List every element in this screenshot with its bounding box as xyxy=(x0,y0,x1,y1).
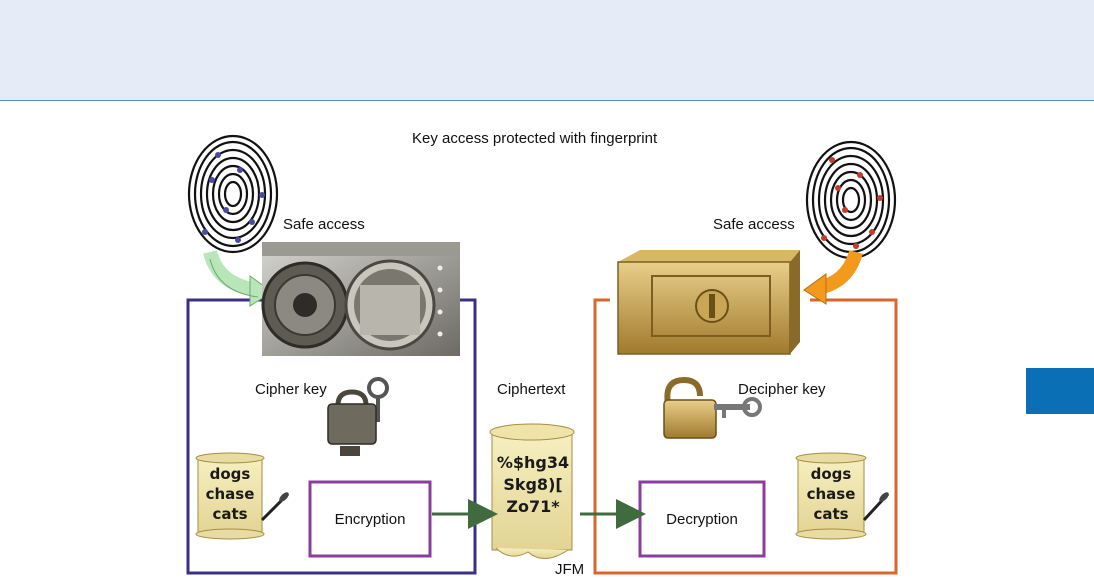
diagram-title: Key access protected with fingerprint xyxy=(412,130,657,147)
access-arrow-right xyxy=(804,252,856,304)
fingerprint-icon xyxy=(806,135,896,258)
safe-box-icon xyxy=(618,250,800,354)
ciphertext-line: %$hg34 xyxy=(494,452,572,474)
decryption-label: Decryption xyxy=(640,482,764,556)
ciphertext-line: Skg8)[ xyxy=(494,474,572,496)
plaintext-line: cats xyxy=(198,504,262,524)
ciphertext-label: Ciphertext xyxy=(497,381,565,398)
plaintext-line: chase xyxy=(198,484,262,504)
decipher-key-label: Decipher key xyxy=(738,381,826,398)
plaintext-line: dogs xyxy=(198,464,262,484)
padlock-key-icon xyxy=(328,379,387,456)
encryption-label: Encryption xyxy=(310,482,430,556)
plaintext-line: chase xyxy=(798,484,864,504)
plaintext-right: dogs chase cats xyxy=(798,464,864,524)
fingerprint-icon xyxy=(188,135,278,253)
ciphertext-line: Zo71* xyxy=(494,496,572,518)
vault-icon xyxy=(262,242,460,356)
cipher-key-label: Cipher key xyxy=(255,381,327,398)
plaintext-line: cats xyxy=(798,504,864,524)
credit-label: JFM xyxy=(555,561,584,578)
plaintext-line: dogs xyxy=(798,464,864,484)
safe-access-right-label: Safe access xyxy=(713,216,795,233)
safe-access-left-label: Safe access xyxy=(283,216,365,233)
plaintext-left: dogs chase cats xyxy=(198,464,262,524)
ciphertext-content: %$hg34 Skg8)[ Zo71* xyxy=(494,452,572,518)
